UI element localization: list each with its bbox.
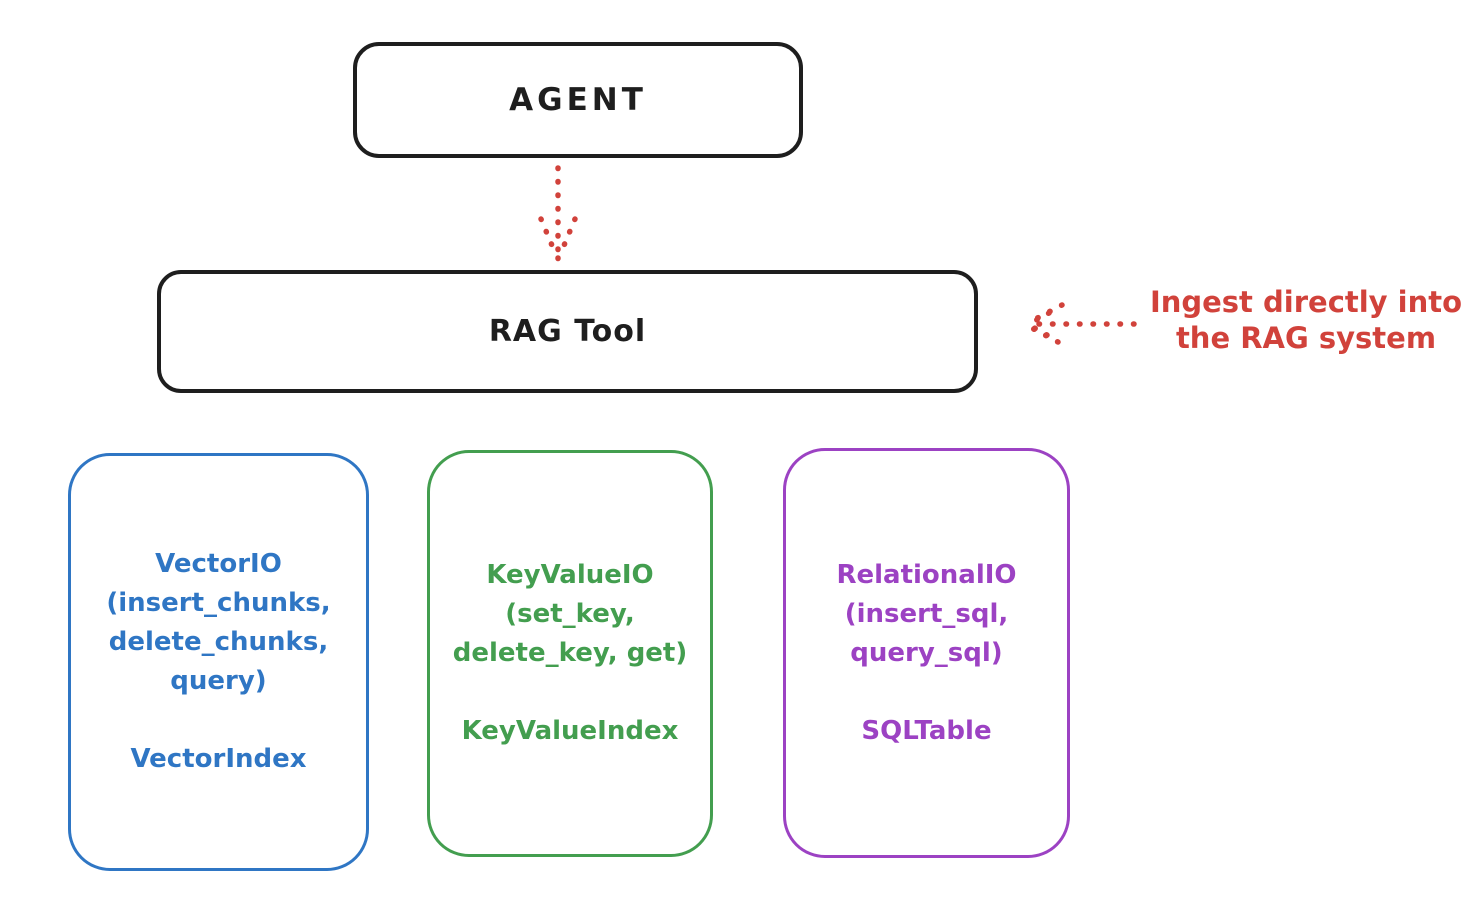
agent-to-ragtool-arrow [538,165,578,262]
relational-io-node: RelationalIO (insert_sql, query_sql) SQL… [783,448,1070,858]
keyvalue-io-node-text: KeyValueIO (set_key, delete_key, get) Ke… [452,560,688,746]
ingest-annotation: Ingest directly into the RAG system [1149,285,1463,356]
relational-io-node-text: RelationalIO (insert_sql, query_sql) SQL… [836,559,1017,746]
rag-tool-node: RAG Tool [157,270,978,393]
vector-io-node-text: VectorIO (insert_chunks, delete_chunks, … [106,549,331,774]
annotation-to-ragtool-arrow [1025,302,1137,345]
rag-tool-node-label: RAG Tool [488,314,647,349]
vector-io-node: VectorIO (insert_chunks, delete_chunks, … [68,453,369,871]
agent-node-label: AGENT [509,82,647,118]
agent-node: AGENT [353,42,803,158]
keyvalue-io-node: KeyValueIO (set_key, delete_key, get) Ke… [427,450,713,857]
